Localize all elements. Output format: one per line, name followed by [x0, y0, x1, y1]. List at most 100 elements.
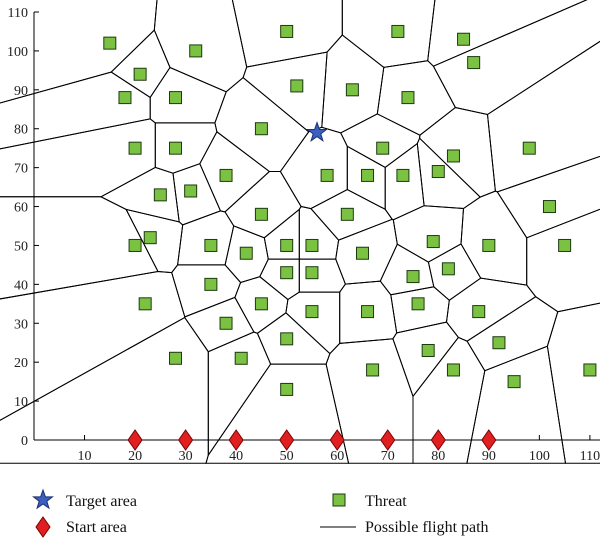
flight-path-cell [205, 363, 350, 464]
x-tick-label: 50 [280, 449, 294, 464]
y-tick-label: 50 [14, 239, 28, 254]
threat-marker [401, 91, 415, 105]
flight-path-cell [224, 171, 302, 239]
threat-marker [492, 336, 506, 350]
legend-item-start: Start area [35, 516, 127, 538]
threat-marker [204, 238, 218, 252]
threat-marker [234, 351, 248, 365]
flight-path-cell [496, 155, 600, 239]
threat-marker [361, 168, 375, 182]
threat-marker [522, 141, 536, 155]
y-tick-label: 10 [14, 395, 28, 410]
threat-marker [143, 231, 157, 245]
y-tick-label: 70 [14, 162, 28, 177]
x-tick-label: 80 [431, 449, 445, 464]
flight-path-cell [392, 321, 460, 398]
flight-path-cell [341, 0, 436, 68]
x-tick-label: 90 [482, 449, 496, 464]
x-tick-label: 30 [179, 449, 193, 464]
threat-marker [366, 363, 380, 377]
threat-marker [169, 351, 182, 365]
y-tick-label: 100 [7, 45, 28, 60]
flight-path-cell [199, 131, 271, 213]
flight-path-cell [466, 345, 567, 464]
legend-item-target: Target area [32, 488, 137, 510]
threat-marker [376, 141, 390, 155]
threat-marker [280, 332, 294, 346]
legend-item-path: Possible flight path [320, 519, 489, 536]
threat-marker [305, 266, 319, 280]
x-tick-label: 40 [229, 449, 243, 464]
threat-marker [482, 238, 496, 252]
flight-path-cell [392, 205, 465, 263]
threat-marker [219, 168, 233, 182]
threat-marker [280, 266, 294, 280]
threat-marker [396, 168, 410, 182]
x-tick-label: 10 [78, 449, 92, 464]
threat-marker [280, 238, 294, 252]
threat-marker [280, 24, 294, 38]
legend-target-label: Target area [66, 493, 137, 510]
target-marker [306, 121, 328, 142]
threat-marker [204, 277, 218, 291]
flight-path-cell [184, 296, 255, 353]
threat-marker [320, 168, 334, 182]
legend-threat-label: Threat [365, 493, 407, 510]
threat-marker [305, 238, 319, 252]
y-tick-label: 0 [21, 434, 28, 449]
threat-marker [446, 149, 460, 163]
y-tick-label: 60 [14, 201, 28, 216]
start-marker [430, 429, 446, 451]
legend: Target area Start area Threat Possible f… [32, 488, 489, 538]
threat-marker [441, 262, 455, 276]
y-tick-label: 30 [14, 317, 28, 332]
x-tick-label: 70 [381, 449, 395, 464]
flight-path-cell [445, 277, 537, 342]
threat-marker [128, 238, 142, 252]
flight-path-cell [110, 29, 171, 99]
legend-start-marker [35, 516, 51, 538]
threat-marker [280, 382, 294, 396]
legend-start-label: Start area [66, 519, 127, 536]
x-tick-label: 20 [128, 449, 142, 464]
threat-marker [406, 270, 420, 284]
flight-path-cell [486, 40, 600, 193]
threat-marker [254, 122, 268, 136]
flight-path-cell [379, 243, 435, 296]
legend-path-label: Possible flight path [365, 519, 489, 536]
threat-marker [431, 165, 445, 179]
threat-marker [467, 56, 481, 70]
flight-path-cell [546, 302, 600, 464]
x-tick-label: 60 [330, 449, 344, 464]
threat-marker [169, 141, 182, 155]
flight-path-cell [376, 60, 457, 136]
legend-threat-marker [332, 493, 346, 507]
flight-path-cell [340, 113, 421, 168]
threat-marker [254, 207, 268, 221]
y-tick-label: 20 [14, 356, 28, 371]
threat-marker [421, 344, 435, 358]
flight-path-cell [99, 166, 180, 223]
threat-marker [118, 91, 132, 105]
threat-marker [355, 246, 369, 260]
threat-marker [239, 246, 253, 260]
flight-path-cell [416, 137, 481, 210]
flight-path-cell [279, 126, 348, 210]
flight-path-cell [242, 51, 328, 133]
legend-target-marker [32, 488, 54, 510]
y-tick-label: 40 [14, 278, 28, 293]
threat-marker [103, 36, 117, 50]
threat-marker [507, 375, 521, 389]
start-marker [481, 429, 497, 451]
start-marker [177, 429, 194, 451]
flight-path-cell [0, 316, 209, 464]
threat-marker [426, 235, 440, 249]
threat-marker [189, 44, 203, 58]
start-marker [329, 429, 345, 451]
flight-path-cell [298, 205, 340, 260]
flight-path-cell [285, 291, 341, 355]
start-marker [127, 429, 143, 451]
start-marker [228, 429, 244, 451]
